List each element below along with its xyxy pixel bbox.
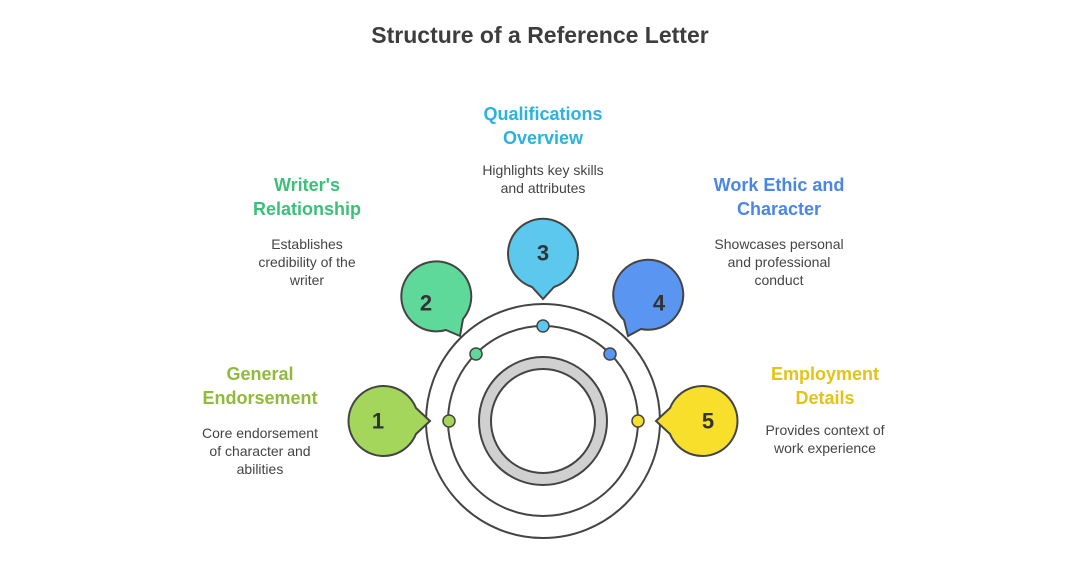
inner-white-disc (490, 368, 596, 474)
step-number-4: 4 (653, 291, 666, 316)
step-marker-2: 2 (400, 260, 473, 338)
ring-dot-2 (469, 347, 483, 361)
step-number-5: 5 (702, 409, 714, 434)
step-bubble-4 (612, 258, 685, 338)
step-bubble-5 (654, 385, 739, 457)
step-label-4: Work Ethic and Character (713, 175, 845, 219)
step-bubble-1 (347, 385, 432, 457)
step-label-5: Employment Details (770, 364, 880, 408)
step-marker-4: 4 (612, 258, 685, 338)
step-marker-5: 5 (654, 385, 739, 457)
ring-dot-3 (536, 319, 550, 333)
step-label-2: Writer's Relationship (252, 175, 361, 219)
step-number-1: 1 (372, 409, 384, 434)
step-description-1: Core endorsement of character and abilit… (202, 425, 318, 477)
ring-dot-1 (442, 414, 456, 428)
step-number-3: 3 (537, 241, 549, 266)
ring-dot-5 (631, 414, 645, 428)
step-number-2: 2 (420, 291, 432, 316)
step-description-5: Provides context of work experience (765, 422, 885, 456)
step-label-1: General Endorsement (202, 364, 318, 408)
step-label-3: Qualifications Overview (483, 104, 603, 148)
step-description-4: Showcases personal and professional cond… (714, 236, 844, 288)
step-bubble-3 (507, 217, 579, 301)
ring-dot-4 (603, 347, 617, 361)
step-bubble-2 (400, 260, 473, 338)
step-description-3: Highlights key skills and attributes (482, 162, 604, 196)
step-description-2: Establishes credibility of the writer (258, 236, 356, 288)
step-marker-1: 1 (347, 385, 432, 457)
step-marker-3: 3 (507, 217, 579, 301)
diagram-title: Structure of a Reference Letter (371, 22, 709, 48)
ring-dots (442, 319, 645, 428)
